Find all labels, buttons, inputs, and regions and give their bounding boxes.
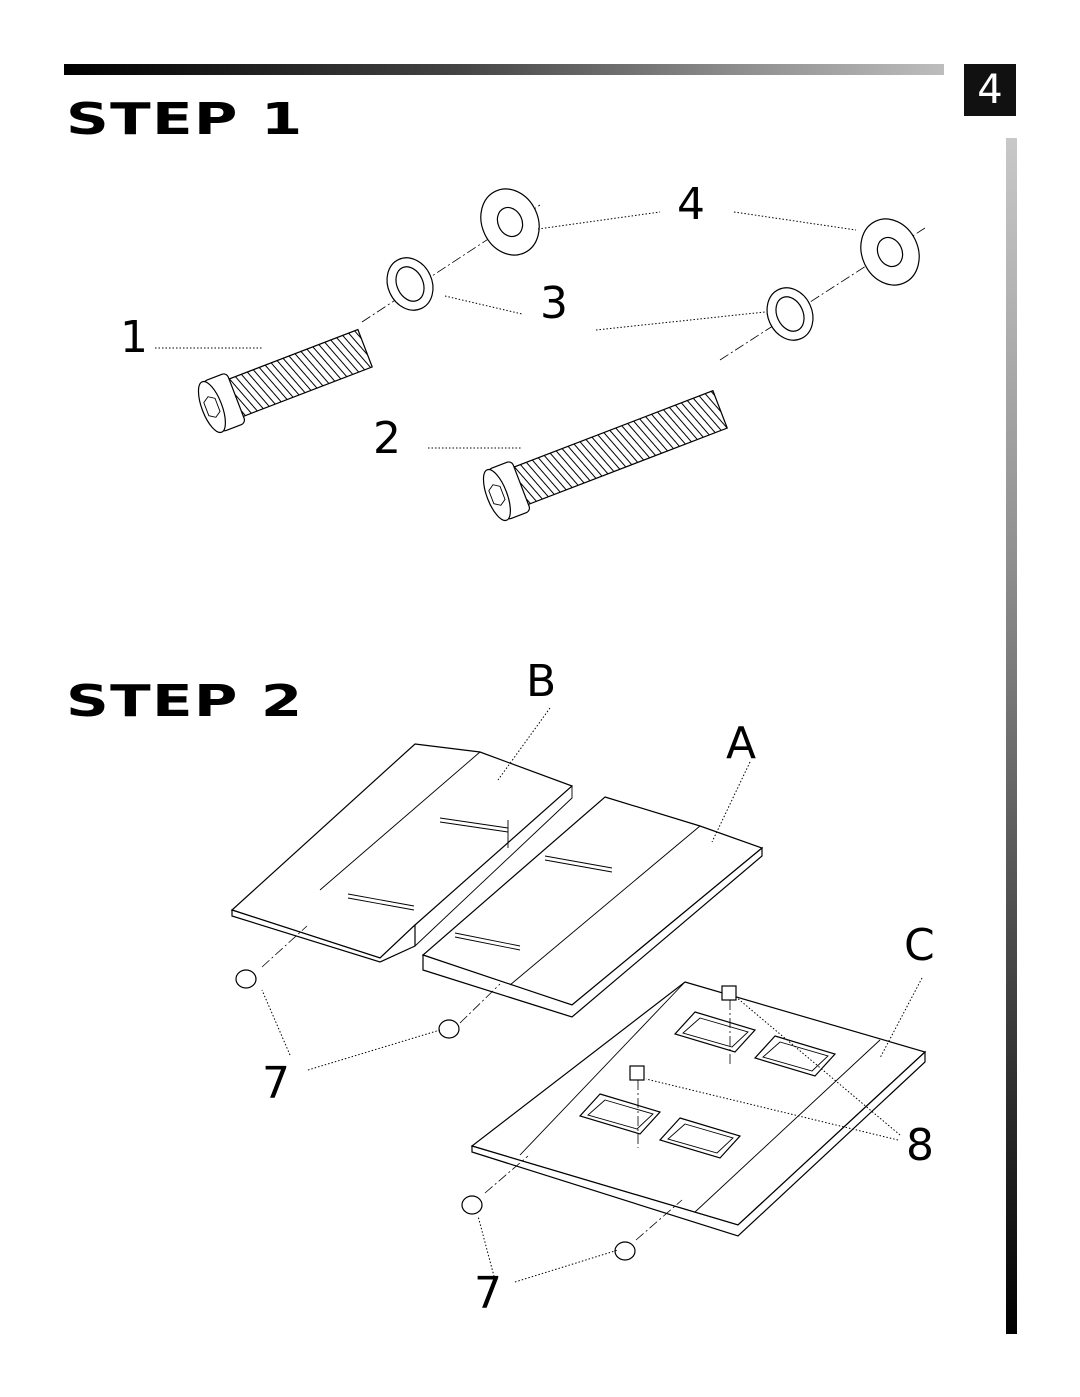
leader-4a	[537, 211, 661, 230]
lock-washer-upper	[386, 257, 434, 311]
leader-8b	[645, 1078, 899, 1141]
pocket-4	[658, 1117, 742, 1159]
fastener-1	[235, 925, 308, 989]
step2-title: STEP 2	[66, 676, 304, 727]
callout-7-bottom: 7	[474, 1268, 502, 1319]
pocket-2	[753, 1035, 837, 1077]
header-rule	[64, 64, 944, 75]
panel-c	[470, 981, 927, 1237]
panel-a	[421, 796, 764, 1018]
fastener-2	[438, 983, 501, 1039]
leader-b	[497, 707, 551, 781]
leader-a	[711, 761, 751, 843]
page-number-badge: 4	[964, 64, 1016, 116]
fastener-3	[461, 1155, 529, 1215]
leader-3b	[595, 311, 766, 331]
callout-8: 8	[906, 1120, 934, 1171]
callout-7-top: 7	[262, 1058, 290, 1109]
side-rule	[1006, 138, 1017, 1334]
callout-4: 4	[677, 179, 705, 230]
callout-c: C	[904, 920, 935, 971]
clip-upper	[721, 985, 737, 1065]
leader-7c	[477, 1215, 496, 1281]
leader-3a	[444, 295, 523, 315]
leader-4b	[733, 211, 857, 231]
pocket-3	[578, 1093, 662, 1135]
flat-washer-lower	[860, 218, 920, 286]
callout-3: 3	[540, 278, 568, 329]
leader-7b	[307, 1029, 441, 1071]
leader-7a	[261, 989, 291, 1056]
leader-c	[879, 977, 923, 1059]
fastener-4	[614, 1199, 683, 1261]
pocket-1	[673, 1011, 757, 1053]
step1-title: STEP 1	[66, 94, 304, 145]
panel-b	[230, 743, 574, 963]
callout-a: A	[726, 718, 756, 769]
lock-washer-lower	[766, 287, 814, 341]
flat-washer-upper	[480, 188, 540, 256]
callout-2: 2	[373, 413, 401, 464]
callout-b: B	[526, 656, 556, 707]
short-bolt	[197, 328, 373, 434]
leader-8a	[735, 996, 901, 1136]
callout-1: 1	[120, 312, 148, 363]
leader-7d	[514, 1249, 619, 1283]
clip-lower	[629, 1065, 645, 1148]
long-bolt	[482, 389, 728, 522]
